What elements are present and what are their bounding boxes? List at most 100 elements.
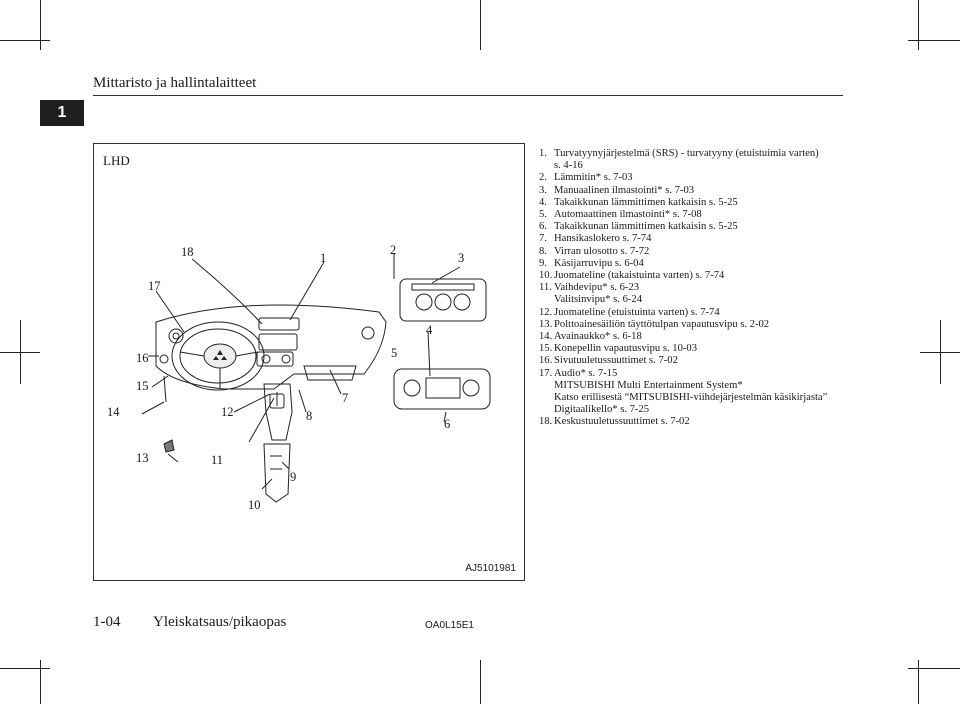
center-vents bbox=[258, 317, 300, 331]
climate-panel bbox=[256, 351, 294, 367]
legend-item-text: Keskustuuletussuuttimet s. 7-02 bbox=[554, 416, 690, 428]
legend-item-continuation: Valitsinvipu* s. 6-24 bbox=[554, 294, 642, 306]
legend-item: 12.Juomateline (etuistuinta varten) s. 7… bbox=[539, 307, 844, 319]
crop-mark bbox=[480, 660, 481, 704]
legend-item-text: Konepellin vapautusvipu s. 10-03 bbox=[554, 343, 697, 355]
callout-5: 5 bbox=[391, 346, 398, 360]
crop-mark bbox=[918, 0, 919, 50]
brand-logo bbox=[213, 350, 227, 360]
page-section-title: Mittaristo ja hallintalaitteet bbox=[93, 75, 257, 91]
legend-item-number: 9. bbox=[539, 257, 547, 269]
legend-item-text: Virran ulosotto s. 7-72 bbox=[554, 245, 650, 257]
callout-2: 2 bbox=[390, 243, 397, 257]
callout-14: 14 bbox=[107, 405, 120, 419]
callout-3: 3 bbox=[458, 251, 465, 265]
callout-4: 4 bbox=[426, 323, 433, 337]
legend-item-text: Juomateline (takaistuinta varten) s. 7-7… bbox=[554, 270, 725, 282]
center-console bbox=[263, 383, 293, 441]
manual-climate-detail bbox=[399, 278, 487, 322]
callout-12: 12 bbox=[221, 405, 234, 419]
footer-section: Yleiskatsaus/pikaopas bbox=[153, 614, 287, 630]
component-legend: 1. Turvatyynyjärjestelmä (SRS) - turvatyy… bbox=[539, 148, 844, 429]
legend-item-number: 5. bbox=[539, 209, 547, 221]
legend-item-number: 14. bbox=[539, 331, 553, 343]
right-vent bbox=[361, 326, 375, 340]
legend-item-number: 2. bbox=[539, 172, 547, 184]
lhd-label: LHD bbox=[103, 153, 130, 168]
legend-item-number: 17. bbox=[539, 367, 553, 379]
callout-7: 7 bbox=[342, 391, 349, 405]
callout-11: 11 bbox=[211, 453, 224, 467]
crop-mark bbox=[480, 0, 481, 50]
legend-item-text: Polttoainesäiliön täyttötulpan vapautusv… bbox=[554, 318, 770, 330]
legend-item-number: 13. bbox=[539, 318, 553, 330]
legend-item-continuation: s. 4-16 bbox=[554, 160, 583, 172]
legend-item: 5. Automaattinen ilmastointi* s. 7-08 bbox=[539, 209, 844, 221]
legend-item-number: 11. bbox=[539, 282, 552, 294]
document-code: OA0L15E1 bbox=[425, 620, 474, 631]
legend-item-text: Manuaalinen ilmastointi* s. 7-03 bbox=[554, 184, 695, 196]
legend-item: 18.Keskustuuletussuuttimet s. 7-02 bbox=[539, 416, 844, 428]
legend-item-text: Käsijarruvipu s. 6-04 bbox=[554, 257, 644, 269]
legend-item-number: 4. bbox=[539, 196, 547, 208]
audio-unit bbox=[258, 333, 298, 351]
legend-item: 1. Turvatyynyjärjestelmä (SRS) - turvatyy… bbox=[539, 148, 844, 172]
callout-17: 17 bbox=[148, 279, 161, 293]
crop-mark bbox=[918, 660, 919, 704]
legend-item-continuation: Digitaalikello* s. 7-25 bbox=[554, 404, 650, 416]
legend-item: 13.Polttoainesäiliön täyttötulpan vapaut… bbox=[539, 319, 844, 331]
legend-item: 9. Käsijarruvipu s. 6-04 bbox=[539, 258, 844, 270]
legend-item: 16.Sivutuuletussuuttimet s. 7-02 bbox=[539, 355, 844, 367]
rear-console bbox=[263, 443, 291, 503]
crop-mark bbox=[40, 660, 41, 704]
legend-item-number: 12. bbox=[539, 306, 553, 318]
key-slot bbox=[159, 354, 169, 364]
legend-item-continuation: MITSUBISHI Multi Entertainment System* bbox=[554, 379, 743, 391]
legend-item-text: Automaattinen ilmastointi* s. 7-08 bbox=[554, 209, 702, 221]
crop-mark bbox=[940, 320, 941, 384]
legend-item-number: 15. bbox=[539, 343, 553, 355]
callout-16: 16 bbox=[136, 351, 149, 365]
steering-wheel bbox=[171, 321, 265, 391]
legend-item-text: Takaikkunan lämmittimen katkaisin s. 5-2… bbox=[554, 196, 738, 208]
legend-item-text: Hansikaslokero s. 7-74 bbox=[554, 233, 652, 245]
legend-item-text: Turvatyynyjärjestelmä (SRS) - turvatyyny… bbox=[554, 148, 819, 159]
callout-8: 8 bbox=[306, 409, 313, 423]
legend-item: 3.Manuaalinen ilmastointi* s. 7-03 bbox=[539, 185, 844, 197]
legend-item: 2.Lämmitin* s. 7-03 bbox=[539, 172, 844, 184]
legend-item: 8. Virran ulosotto s. 7-72 bbox=[539, 246, 844, 258]
legend-item-text: Audio* s. 7-15 bbox=[554, 367, 618, 379]
callout-1: 1 bbox=[320, 251, 327, 265]
chapter-tab: 1 bbox=[40, 100, 84, 126]
legend-item: 15.Konepellin vapautusvipu s. 10-03 bbox=[539, 343, 844, 355]
callout-15: 15 bbox=[136, 379, 149, 393]
legend-item-number: 10. bbox=[539, 270, 553, 282]
legend-item-text: Sivutuuletussuuttimet s. 7-02 bbox=[554, 355, 678, 367]
legend-item: 14.Avainaukko* s. 6-18 bbox=[539, 331, 844, 343]
glovebox bbox=[303, 365, 357, 381]
crop-mark bbox=[0, 40, 50, 41]
crop-mark bbox=[0, 668, 50, 669]
crop-mark bbox=[40, 0, 41, 50]
legend-item: 7. Hansikaslokero s. 7-74 bbox=[539, 233, 844, 245]
legend-item-continuation: Katso erillisestä “MITSUBISHI-viihdejärj… bbox=[554, 392, 828, 404]
dashboard-illustration bbox=[141, 254, 491, 503]
legend-item-number: 8. bbox=[539, 245, 547, 257]
legend-item-text: Takaikkunan lämmittimen katkaisin s. 5-2… bbox=[554, 221, 738, 233]
legend-item-number: 6. bbox=[539, 221, 547, 233]
legend-item-number: 18. bbox=[539, 416, 553, 428]
legend-item-number: 1. bbox=[539, 148, 547, 159]
steering-hub bbox=[203, 343, 237, 369]
page-footer: 1-04 Yleiskatsaus/pikaopas bbox=[93, 614, 286, 631]
legend-item-number: 7. bbox=[539, 233, 547, 245]
header-divider bbox=[93, 95, 843, 96]
crop-mark bbox=[20, 320, 21, 384]
auto-climate-detail bbox=[393, 368, 491, 410]
dashboard-figure: LHD 1 2 3 4 5 6 7 8 9 10 11 12 13 14 15 … bbox=[93, 143, 525, 581]
callout-6: 6 bbox=[444, 417, 451, 431]
legend-item-text: Vaihdevipu* s. 6-23 bbox=[554, 282, 640, 294]
crop-mark bbox=[908, 40, 960, 41]
page-number: 1-04 bbox=[93, 614, 121, 630]
callout-9: 9 bbox=[290, 470, 297, 484]
legend-item-number: 16. bbox=[539, 355, 553, 367]
